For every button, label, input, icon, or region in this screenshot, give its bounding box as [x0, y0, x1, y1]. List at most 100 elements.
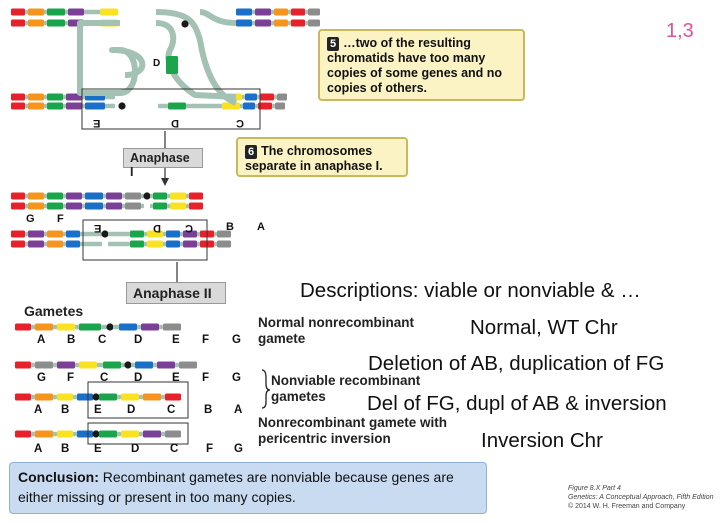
- g1-label-a: A: [37, 334, 46, 346]
- gene-segment-purple: [143, 430, 161, 438]
- gene-segment-yellow: [100, 8, 118, 16]
- strand-link: [25, 203, 28, 209]
- gamete-1-description: Normal nonrecombinant gamete: [258, 315, 415, 346]
- gamete-1-note: Normal, WT Chr: [470, 316, 618, 339]
- strand-link: [288, 20, 291, 26]
- credit-line-3: © 2014 W. H. Freeman and Company: [568, 503, 686, 510]
- g4-label-f: F: [206, 443, 214, 455]
- gene-segment-purple: [157, 361, 175, 369]
- gene-segment-blue: [166, 230, 180, 238]
- nonviable-recombinant-label: Nonviable recombinant gametes: [271, 373, 421, 404]
- g3-label-e: E: [94, 404, 102, 416]
- conclusion-label: Conclusion:: [18, 469, 99, 485]
- strand-link: [31, 324, 35, 330]
- gene-segment-yellow: [57, 393, 73, 401]
- strand-link: [63, 203, 66, 209]
- gene-segment-red: [11, 240, 25, 248]
- strand-link: [80, 241, 102, 247]
- centromere: [92, 393, 100, 401]
- gene-segment-purple: [66, 93, 82, 101]
- gene-segment-green: [153, 202, 167, 210]
- strand-link: [53, 362, 57, 368]
- gene-segment-orange: [274, 8, 288, 16]
- gene-segment-blue: [245, 93, 257, 101]
- gene-segment-red: [15, 323, 31, 331]
- strand-link: [31, 362, 35, 368]
- top-lower-chromatid-2: [11, 102, 115, 110]
- strand-link: [75, 324, 79, 330]
- gene-segment-orange: [143, 393, 161, 401]
- gene-segment-purple: [106, 202, 122, 210]
- strand-link: [53, 431, 57, 437]
- gene-segment-blue: [135, 361, 153, 369]
- top-lower-right: [158, 102, 285, 110]
- g2-label-e: E: [172, 372, 180, 384]
- gene-segment-red: [165, 393, 181, 401]
- top-right-chromatid-1: [236, 8, 320, 16]
- gene-segment-yellow: [170, 202, 186, 210]
- strand-link: [108, 241, 130, 247]
- strand-link: [25, 9, 28, 15]
- strand-link: [161, 431, 165, 437]
- strand-link: [101, 324, 107, 330]
- gene-segment-orange: [47, 240, 63, 248]
- gene-segment-yellow: [121, 430, 139, 438]
- gene-segment-gray: [125, 202, 141, 210]
- g1-label-g: G: [232, 334, 241, 346]
- strand-link: [44, 231, 47, 237]
- gene-segment-purple: [106, 192, 122, 200]
- step-5-text: …two of the resulting chromatids have to…: [327, 36, 503, 95]
- strand-link: [153, 362, 157, 368]
- strand-link: [44, 241, 47, 247]
- gene-segment-orange: [35, 393, 53, 401]
- gene-segment-blue: [119, 323, 137, 331]
- strand-link: [73, 431, 77, 437]
- gene-segment-green: [168, 102, 186, 110]
- strand-link: [44, 193, 47, 199]
- anaphase1-chromatid-top-2: [11, 202, 203, 210]
- strand-link: [186, 193, 189, 199]
- gene-label-e-inverted: E: [93, 117, 101, 129]
- gene-segment-gray: [308, 19, 320, 27]
- strand-link: [197, 241, 200, 247]
- strand-link: [167, 193, 170, 199]
- gene-segment-red: [11, 202, 25, 210]
- gene-segment-purple: [68, 8, 84, 16]
- gene-segment-blue: [85, 192, 103, 200]
- g4-label-g: G: [234, 443, 243, 455]
- gene-segment-blue: [85, 202, 103, 210]
- gene-segment-purple: [255, 19, 271, 27]
- g4-label-c: C: [170, 443, 179, 455]
- strand-link: [65, 20, 68, 26]
- a1-label-c-inverted: C: [185, 222, 193, 234]
- strand-link: [274, 94, 277, 100]
- strand-link: [25, 20, 28, 26]
- page-number: 1,3: [666, 20, 694, 42]
- loop-gene-label: D: [153, 58, 161, 69]
- g4-label-e: E: [94, 443, 102, 455]
- strand-link: [82, 203, 85, 209]
- a1-label-d-inverted: D: [153, 222, 161, 234]
- strand-link: [197, 231, 200, 237]
- figure-credit: Figure 8.X Part 4 Genetics: A Conceptual…: [568, 484, 714, 511]
- gene-segment-orange: [28, 8, 44, 16]
- gametes-title: Gametes: [24, 303, 84, 319]
- gene-segment-orange: [28, 19, 44, 27]
- anaphase1-inversion-box: [82, 219, 208, 261]
- gene-segment-orange: [35, 323, 53, 331]
- gene-segment-green: [47, 93, 63, 101]
- brace: [261, 369, 271, 409]
- strand-link: [161, 394, 165, 400]
- gene-segment-green: [47, 102, 63, 110]
- gene-segment-blue: [77, 393, 93, 401]
- gene-segment-blue: [236, 19, 252, 27]
- centromere: [118, 102, 126, 110]
- strand-link: [272, 103, 275, 109]
- gene-segment-gray: [275, 102, 285, 110]
- strand-link: [305, 20, 308, 26]
- gene-segment-red: [258, 102, 272, 110]
- gene-segment-purple: [66, 202, 82, 210]
- strand-link: [97, 362, 103, 368]
- top-lower-right-2: [224, 93, 287, 101]
- gene-segment-red: [15, 393, 31, 401]
